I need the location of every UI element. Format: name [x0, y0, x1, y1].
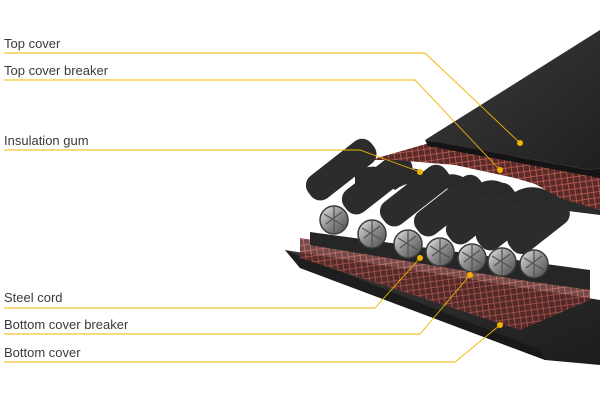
bottom-cover-edge: [285, 250, 545, 360]
leader-dot-top-cover-breaker: [497, 167, 503, 173]
leader-dot-insulation-gum: [417, 169, 423, 175]
leader-line-steel-cord: [4, 257, 421, 309]
leader-lines: [4, 52, 521, 363]
top-cover-layer: [425, 30, 600, 170]
label-bottom-cover-breaker: Bottom cover breaker: [4, 317, 129, 332]
steel-cord: [507, 198, 570, 279]
steel-cord: [475, 188, 547, 277]
insulation-gum-layer: [355, 166, 600, 215]
leader-dot-steel-cord: [417, 255, 423, 261]
top-cover-breaker-layer: [370, 140, 600, 210]
leader-dot-top-cover: [517, 140, 523, 146]
leader-dots: [417, 140, 523, 328]
leader-line-top-cover-breaker: [4, 79, 501, 171]
leader-line-insulation-gum: [4, 149, 421, 173]
label-top-cover: Top cover: [4, 36, 61, 51]
label-insulation-gum: Insulation gum: [4, 133, 89, 148]
steel-cord-group: [305, 138, 570, 279]
leader-line-top-cover: [4, 52, 521, 144]
steel-cord: [305, 138, 377, 235]
leader-line-bottom-cover-breaker: [4, 274, 471, 335]
leader-line-bottom-cover: [4, 324, 501, 363]
steel-cord: [341, 152, 413, 249]
label-bottom-cover: Bottom cover: [4, 345, 81, 360]
label-top-cover-breaker: Top cover breaker: [4, 63, 109, 78]
label-steel-cord: Steel cord: [4, 290, 63, 305]
steel-cord: [445, 182, 517, 273]
leader-dot-bottom-cover: [497, 322, 503, 328]
leader-dot-bottom-cover-breaker: [467, 272, 473, 278]
top-cover-front-edge: [425, 140, 600, 178]
bottom-cover-breaker-layer: [300, 238, 590, 330]
